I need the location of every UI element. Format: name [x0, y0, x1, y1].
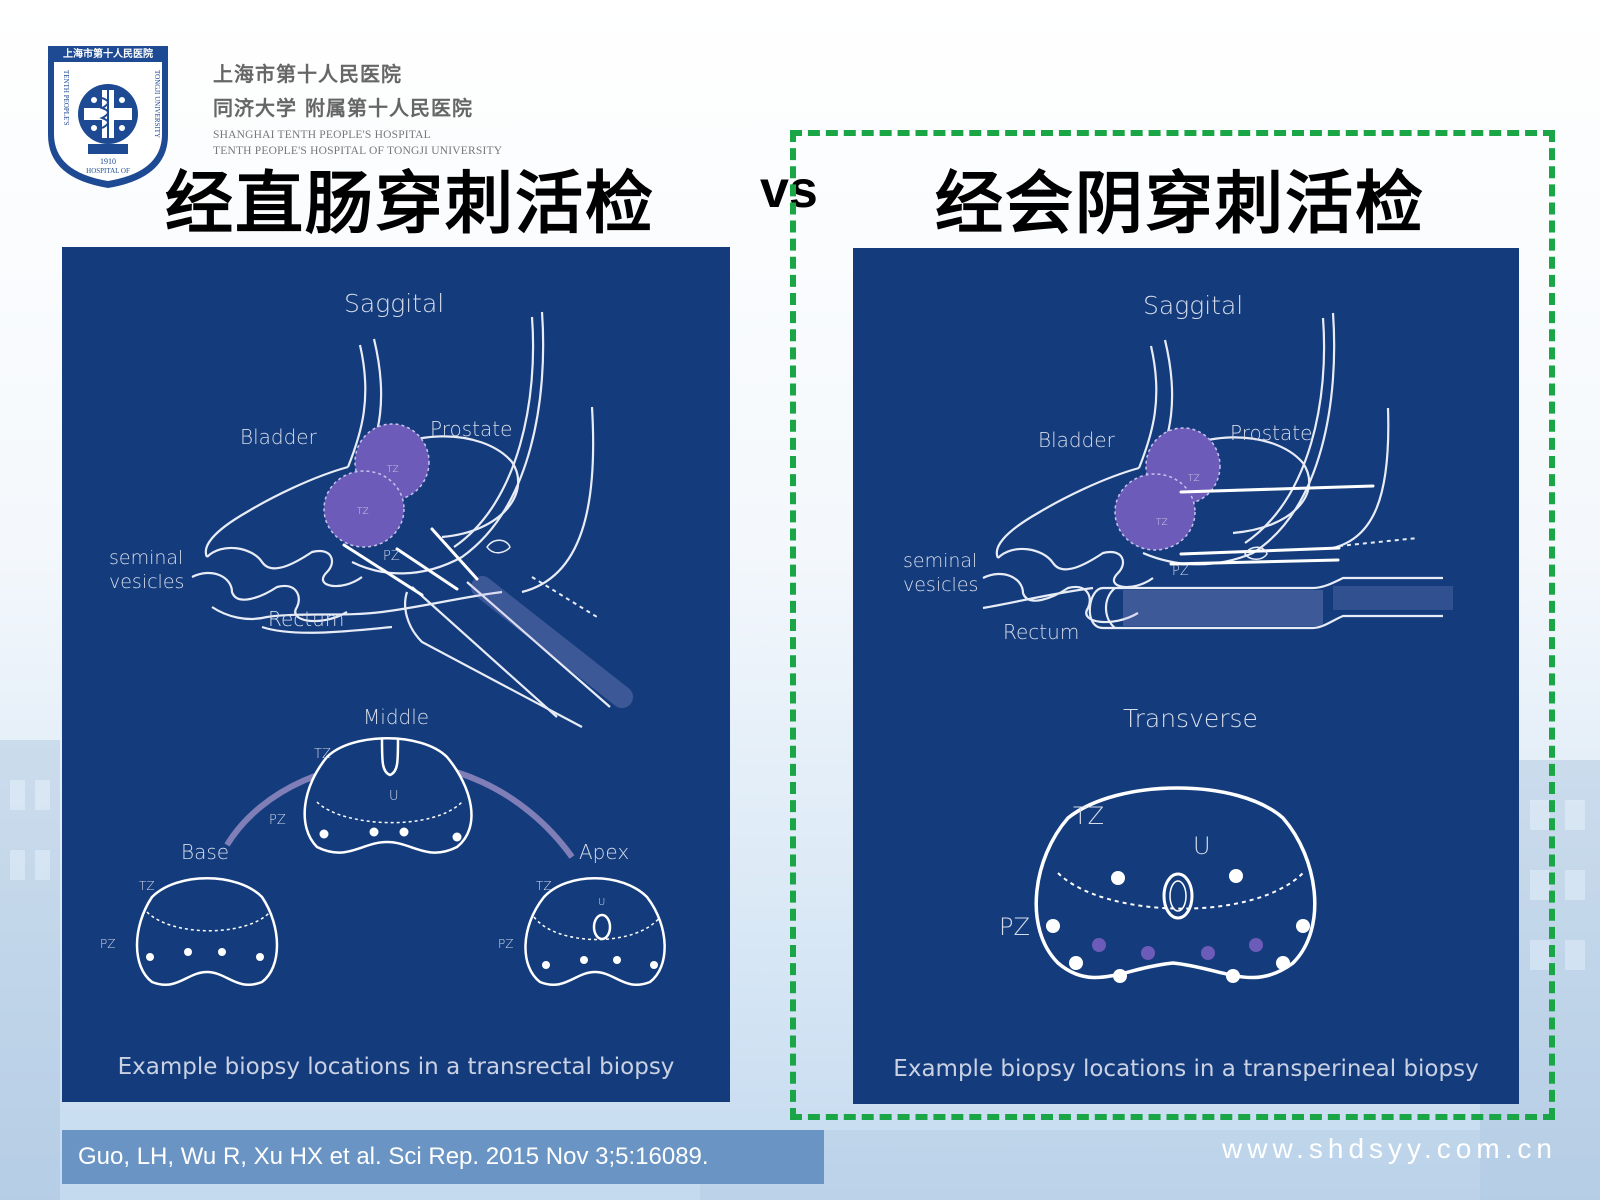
reference-citation: Guo, LH, Wu R, Xu HX et al. Sci Rep. 201…: [62, 1130, 824, 1184]
label-u: U: [1193, 832, 1211, 860]
label-tz: TZ: [1073, 802, 1105, 830]
transperineal-diagram: [982, 312, 1453, 983]
logo-year: 1910: [100, 157, 116, 166]
hospital-logo: 上海市第十人民医院 TENTH PEOPLE'S TONGJI UNIVERSI…: [48, 46, 168, 188]
transrectal-diagram-panel: Saggital Bladder Prostate TZ TZ PZ semin…: [62, 247, 730, 1102]
hospital-name-en: SHANGHAI TENTH PEOPLE'S HOSPITAL: [213, 129, 431, 141]
label-tz-lower: TZ: [1156, 518, 1168, 528]
label-saggital: Saggital: [1143, 291, 1244, 320]
label-middle-pz: PZ: [269, 813, 286, 828]
label-base: Base: [181, 840, 230, 864]
hospital-affiliation-en: TENTH PEOPLE'S HOSPITAL OF TONGJI UNIVER…: [213, 145, 503, 157]
label-tz-upper: TZ: [1188, 474, 1200, 484]
label-saggital: Saggital: [344, 289, 445, 318]
transperineal-caption: Example biopsy locations in a transperin…: [893, 1056, 1479, 1082]
label-base-pz: PZ: [100, 937, 116, 951]
label-pz-transverse: PZ: [999, 913, 1030, 941]
label-rectum: Rectum: [1003, 620, 1080, 644]
label-pz: PZ: [1172, 564, 1189, 579]
logo-side-text-right: TONGJI UNIVERSITY: [153, 70, 161, 138]
title-transrectal: 经直肠穿刺活检: [165, 165, 656, 244]
logo-bottom-text: HOSPITAL OF: [86, 167, 130, 175]
label-bladder: Bladder: [1038, 428, 1115, 452]
label-apex: Apex: [579, 840, 630, 864]
hospital-name-cn: 上海市第十人民医院: [213, 62, 402, 86]
label-bladder: Bladder: [240, 425, 317, 449]
transrectal-diagram: [135, 311, 666, 987]
label-middle-u: U: [389, 789, 399, 804]
label-apex-pz: PZ: [498, 937, 514, 951]
label-seminal: seminal: [109, 547, 184, 569]
label-apex-tz: TZ: [536, 879, 552, 893]
label-vesicles: vesicles: [109, 571, 185, 593]
label-base-tz: TZ: [139, 879, 155, 893]
transperineal-diagram-panel: Saggital Bladder Prostate TZ TZ PZ semin…: [853, 248, 1519, 1104]
label-prostate: Prostate: [1230, 421, 1313, 445]
website-url: www.shdsyy.com.cn: [1222, 1133, 1557, 1164]
logo-side-text-left: TENTH PEOPLE'S: [62, 70, 70, 126]
hospital-name-block: 上海市第十人民医院 同济大学 附属第十人民医院 SHANGHAI TENTH P…: [213, 58, 502, 159]
transrectal-caption: Example biopsy locations in a transrecta…: [117, 1054, 675, 1080]
highlight-dashed-box: [790, 130, 1555, 1120]
hospital-affiliation-cn: 同济大学 附属第十人民医院: [213, 96, 473, 120]
logo-ring-text: 上海市第十人民医院: [63, 47, 153, 60]
label-tz-upper: TZ: [387, 465, 399, 475]
vs-label: vs: [760, 161, 818, 219]
label-apex-u: U: [598, 897, 606, 908]
title-transperineal: 经会阴穿刺活检: [935, 165, 1426, 244]
label-transverse: Transverse: [1123, 704, 1258, 733]
label-tz-lower: TZ: [357, 507, 369, 517]
label-middle-tz: TZ: [314, 747, 331, 762]
label-prostate: Prostate: [430, 417, 513, 441]
label-vesicles: vesicles: [903, 574, 979, 596]
label-rectum: Rectum: [268, 607, 345, 631]
label-seminal: seminal: [903, 550, 978, 572]
label-pz: PZ: [383, 549, 400, 564]
label-middle: Middle: [363, 705, 430, 729]
